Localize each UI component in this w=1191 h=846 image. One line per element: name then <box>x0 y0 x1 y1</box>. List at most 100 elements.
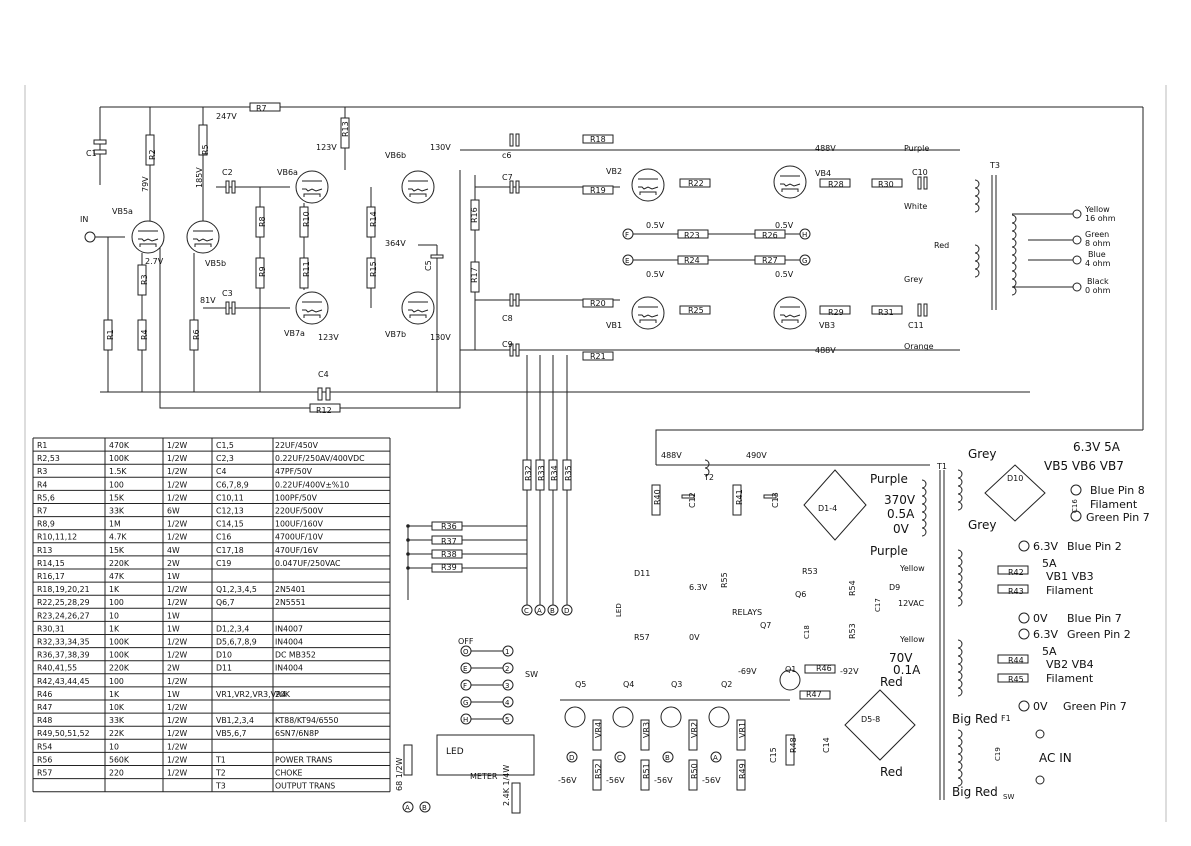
label-8ohm: 8 ohm <box>1085 239 1111 248</box>
label-r57: R57 <box>634 633 650 642</box>
label-d11: D11 <box>634 569 650 578</box>
label-green-pin7-b: Green Pin 7 <box>1063 700 1127 713</box>
label-6-3v: 6.3V <box>689 583 708 592</box>
c6-plate-2 <box>515 133 520 147</box>
r11-resistor <box>299 257 309 289</box>
bom-cell: R23,24,26,27 <box>37 611 90 620</box>
bom-cell: 0.047UF/250VAC <box>275 559 341 568</box>
r9-resistor <box>255 257 265 289</box>
label-05a: 0.5A <box>887 507 915 521</box>
label-r36: R36 <box>441 522 457 531</box>
label-vr3: VR3 <box>642 722 651 738</box>
bom-cell: VR1,VR2,VR3,VR4 <box>216 690 286 699</box>
label-filament-2: Filament <box>1046 584 1094 597</box>
bias-node-0-letter: C <box>524 607 529 615</box>
tube-vb3-grid <box>780 314 801 318</box>
bom-cell: 1W <box>167 572 180 581</box>
r42-resistor <box>997 565 1029 575</box>
tube-vb3-cathode <box>781 319 799 323</box>
label-yellow-1: Yellow <box>899 564 925 573</box>
bias-transistor-q2 <box>708 706 730 728</box>
r41-resistor <box>732 484 742 516</box>
bom-cell: R10,11,12 <box>37 533 77 542</box>
bom-cell: 1K <box>109 624 120 633</box>
bom-cell: 100PF/50V <box>275 493 318 502</box>
label-6-3v-c: 6.3V <box>1033 628 1058 641</box>
sel-node-4 <box>460 713 472 725</box>
r7-resistor <box>249 102 281 112</box>
label-c10: C10 <box>912 168 928 177</box>
bias-node-0 <box>521 604 533 616</box>
label-c14: C14 <box>822 737 831 753</box>
node-g-letter: G <box>802 257 807 265</box>
label-r6: R6 <box>192 329 201 340</box>
tube-vb5b-cathode <box>194 243 212 247</box>
out-16ohm <box>1072 209 1082 219</box>
bom-cell: 6SN7/6N8P <box>275 729 319 738</box>
bom-cell: C12,13 <box>216 507 244 516</box>
label-12vac: 12VAC <box>898 599 924 608</box>
label-meter: METER <box>470 772 498 781</box>
sel-pos-4 <box>502 713 514 725</box>
bom-cell: 1/2W <box>167 598 188 607</box>
sel-pos-3 <box>502 696 514 708</box>
label-r11: R11 <box>302 261 311 277</box>
bom-cell: C4 <box>216 467 226 476</box>
tube-vb2-cathode <box>639 191 657 195</box>
bom-cell: R8,9 <box>37 520 55 529</box>
label-4ohm: 4 ohm <box>1085 259 1111 268</box>
label-r38: R38 <box>441 550 457 559</box>
bias-pot-3 <box>736 719 746 751</box>
label-0v-green: 0V <box>1033 700 1048 713</box>
bom-cell: R56 <box>37 755 52 764</box>
r18-resistor <box>582 134 614 144</box>
bom-cell: T1 <box>215 755 226 764</box>
bom-cell: R14,15 <box>37 559 65 568</box>
bom-cell: 1K <box>109 690 120 699</box>
pin-green-2 <box>1018 628 1030 640</box>
bom-cell: 1W <box>167 624 180 633</box>
label-t3: T3 <box>989 161 1000 170</box>
bom-cell: IN4004 <box>275 664 303 673</box>
bias-out-0-letter: D <box>569 754 574 762</box>
tube-vb6b-grid <box>408 188 429 192</box>
r2-resistor <box>145 134 155 166</box>
sel-pos-0 <box>502 645 514 657</box>
label-d10: D10 <box>1007 474 1023 483</box>
bom-cell: IN4007 <box>275 624 303 633</box>
label-big-red-1: Big Red <box>952 712 998 726</box>
label-r12: R12 <box>316 406 332 415</box>
bom-cell: 1/2W <box>167 493 188 502</box>
label-vb1-vb3: VB1 VB3 <box>1046 570 1094 583</box>
label-grey-fil-1: Grey <box>968 447 996 461</box>
label-vb6a: VB6a <box>277 168 298 177</box>
c8-plate <box>509 293 514 307</box>
bom-cell: 100K <box>109 454 130 463</box>
bom-cell: POWER TRANS <box>275 755 332 764</box>
label-c9: C9 <box>502 340 513 349</box>
bom-cell: R2,53 <box>37 454 60 463</box>
meter-node-b <box>419 801 431 813</box>
bom-cell: 1/2W <box>167 769 188 778</box>
label-vb7a: VB7a <box>284 329 305 338</box>
r15-resistor <box>366 257 376 289</box>
c6-plate <box>509 133 514 147</box>
label-5a-1: 5A <box>1042 557 1057 570</box>
r12-resistor <box>309 403 341 413</box>
bom-cell: R54 <box>37 742 52 751</box>
label-d1-4: D1-4 <box>818 504 837 513</box>
bom-cell: 1/2W <box>167 585 188 594</box>
r28-resistor <box>819 178 851 188</box>
sel-pos-2 <box>502 679 514 691</box>
label-r33: R33 <box>537 465 546 481</box>
bias-r-0 <box>592 759 602 791</box>
sel-node-2-letter: F <box>463 682 467 690</box>
bom-cell: 1/2W <box>167 533 188 542</box>
label-vb5-vb6-vb7: VB5 VB6 VB7 <box>1044 459 1124 473</box>
c7-plate <box>509 180 514 194</box>
label-d9: D9 <box>889 583 900 592</box>
label-red-out: Red <box>934 241 949 250</box>
bias-pot-1 <box>640 719 650 751</box>
label-6-3v-5a: 6.3V 5A <box>1073 440 1121 454</box>
